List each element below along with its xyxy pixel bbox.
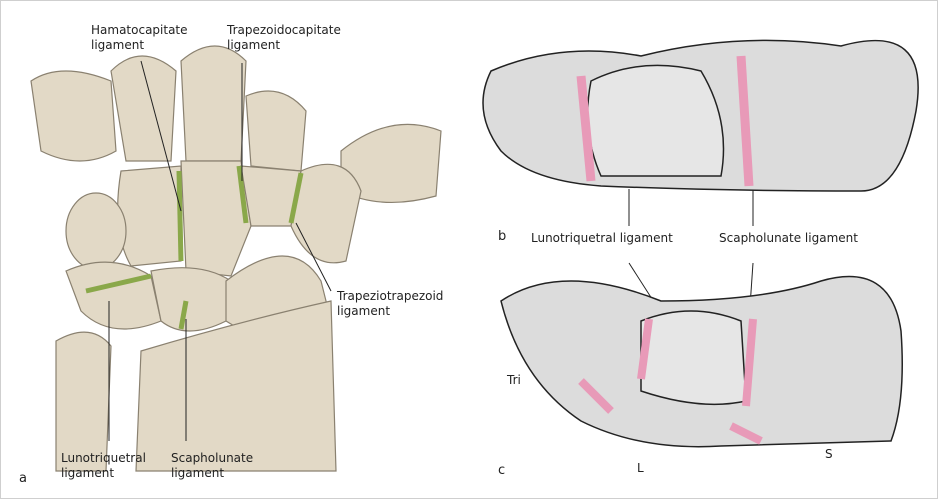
label-lunotriquetral-ligament-a: Lunotriquetral ligament xyxy=(61,451,146,481)
panel-letter-b: b xyxy=(498,229,507,244)
hamate-bone xyxy=(117,165,182,267)
pink-ligaments-c xyxy=(578,318,763,445)
metacarpal-bone xyxy=(340,123,442,203)
metacarpal-bone xyxy=(110,55,177,162)
label-scapholunate-ligament-a: Scapholunate ligament xyxy=(171,451,253,481)
label-tri: Tri xyxy=(507,373,521,387)
panel-a-wrist-bones xyxy=(30,45,442,472)
panel-letter-c: c xyxy=(498,463,506,478)
label-line: ligament xyxy=(337,304,391,318)
label-line: Scapholunate xyxy=(171,451,254,465)
metacarpal-bone xyxy=(180,45,247,162)
label-hamatocapitate-ligament: Hamatocapitate ligament xyxy=(91,23,188,53)
label-trapezoidocapitate-ligament: Trapezoidocapitate ligament xyxy=(227,23,341,53)
radius-bone xyxy=(135,300,337,472)
label-line: Hamatocapitate xyxy=(91,23,188,37)
label-line: Trapezoidocapitate xyxy=(227,23,341,37)
pink-ligaments-b xyxy=(576,55,754,187)
label-line: Lunotriquetral xyxy=(61,451,146,465)
label-lunotriquetral-ligament-b: Lunotriquetral ligament xyxy=(531,231,673,245)
metacarpal-bone xyxy=(245,90,307,172)
label-scapholunate-ligament-b: Scapholunate ligament xyxy=(719,231,858,245)
label-trapeziotrapezoid-ligament: Trapeziotrapezoid ligament xyxy=(337,289,443,319)
trapezium-bone xyxy=(290,163,362,264)
panel-b-stippled-bones xyxy=(482,39,919,192)
label-l: L xyxy=(637,461,644,475)
panel-c-stippled-bones xyxy=(500,275,903,448)
label-line: ligament xyxy=(227,38,281,52)
label-s: S xyxy=(825,447,833,461)
panel-letter-a: a xyxy=(19,471,27,486)
green-ligaments xyxy=(85,165,304,330)
capitate-bone xyxy=(180,160,252,277)
label-line: Trapeziotrapezoid xyxy=(337,289,444,303)
label-line: ligament xyxy=(91,38,145,52)
pisiform-bone xyxy=(65,192,127,270)
lunate-bone xyxy=(150,267,232,332)
metacarpal-bone xyxy=(30,70,117,162)
ulna-bone xyxy=(55,331,112,472)
label-line: ligament xyxy=(171,466,225,480)
label-line: ligament xyxy=(61,466,115,480)
triquetrum-bone xyxy=(65,261,162,330)
